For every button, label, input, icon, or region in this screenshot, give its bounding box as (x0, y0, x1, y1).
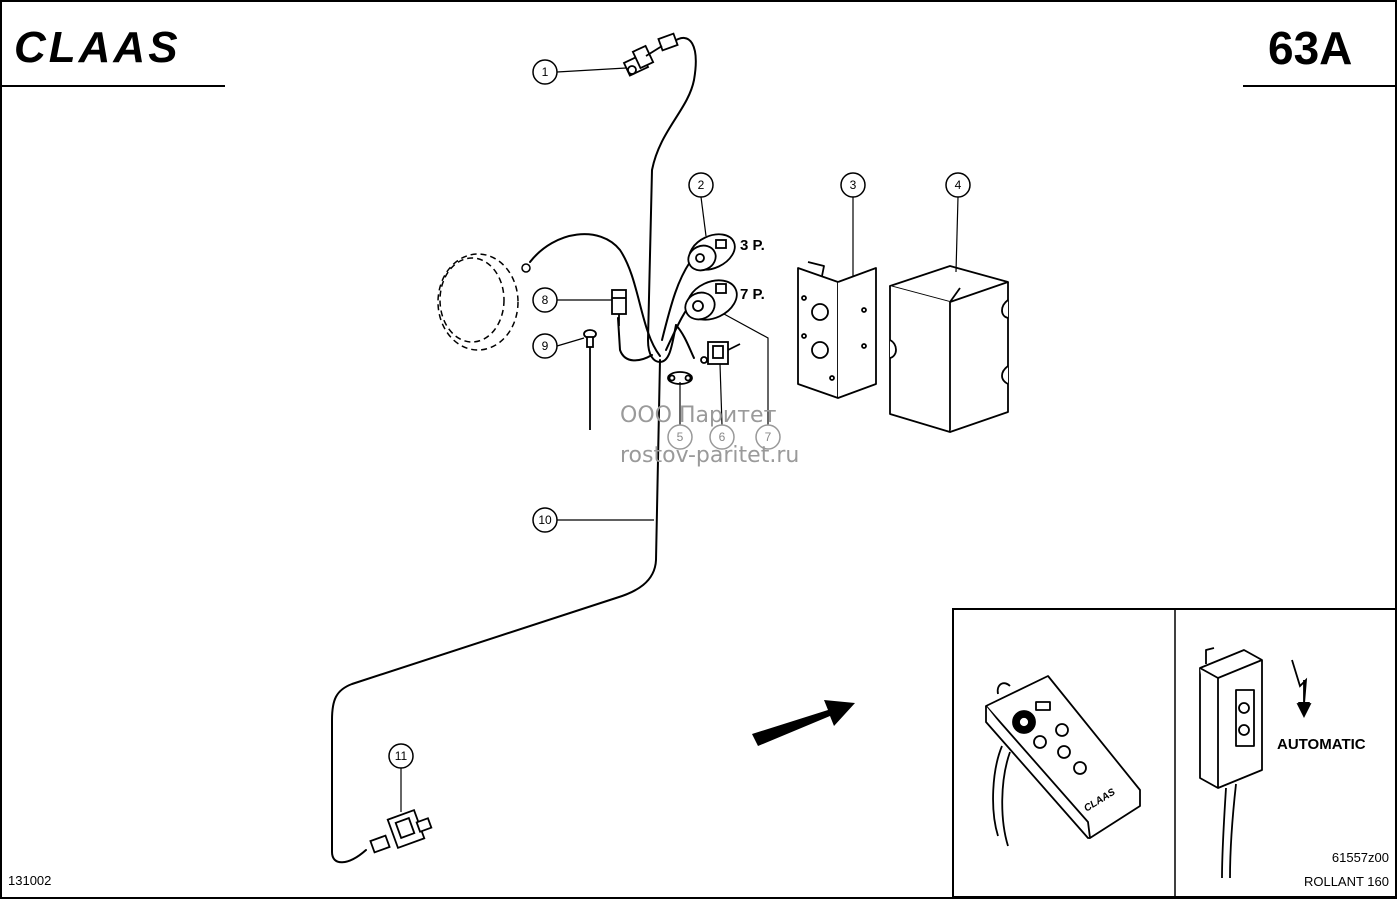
toggle-switch-part-6 (700, 341, 741, 365)
model-name: ROLLANT 160 (1304, 874, 1389, 889)
watermark-company: ООО Паритет (620, 403, 777, 428)
automatic-unit-icon (1199, 647, 1263, 879)
callout-11: 11 (395, 749, 408, 763)
callout-10: 10 (538, 513, 552, 527)
drawing-number: 61557z00 (1332, 850, 1389, 865)
callout-8: 8 (542, 293, 549, 307)
page-code: 63A (1268, 22, 1352, 74)
down-arrow-icon (1298, 702, 1310, 716)
ring-terminal-icon (521, 263, 531, 273)
callout-1: 1 (542, 65, 549, 79)
watermark-url: rostov-paritet.ru (620, 443, 799, 468)
automatic-label: AUTOMATIC (1277, 736, 1366, 753)
callout-5: 5 (677, 430, 684, 444)
footer-left-code: 131002 (8, 873, 51, 888)
sensor-part-1 (622, 32, 679, 77)
brand-logo: CLAAS (14, 23, 181, 72)
callout-9: 9 (542, 339, 549, 353)
wiring-harness (331, 36, 697, 864)
callout-leaders (400, 67, 959, 812)
callout-circles (388, 59, 971, 769)
pointer-arrow-icon (752, 700, 855, 746)
screw-part-9 (583, 329, 597, 430)
callout-3: 3 (850, 178, 857, 192)
connector-part-11 (369, 808, 433, 854)
cover-box-part-4 (889, 265, 1009, 433)
socket-3-pin (687, 233, 736, 272)
callout-2: 2 (698, 178, 705, 192)
callout-7: 7 (765, 430, 772, 444)
remote-control-icon (985, 675, 1141, 847)
fuse-holder-part-8 (611, 289, 627, 326)
socket-3p-label: 3 P. (740, 237, 765, 254)
callout-6: 6 (719, 430, 726, 444)
callout-4: 4 (955, 178, 962, 192)
bracket-plate-part-3 (797, 261, 877, 399)
reflector-outline (437, 253, 519, 351)
socket-7-pin (684, 279, 738, 321)
socket-7p-label: 7 P. (740, 286, 765, 303)
